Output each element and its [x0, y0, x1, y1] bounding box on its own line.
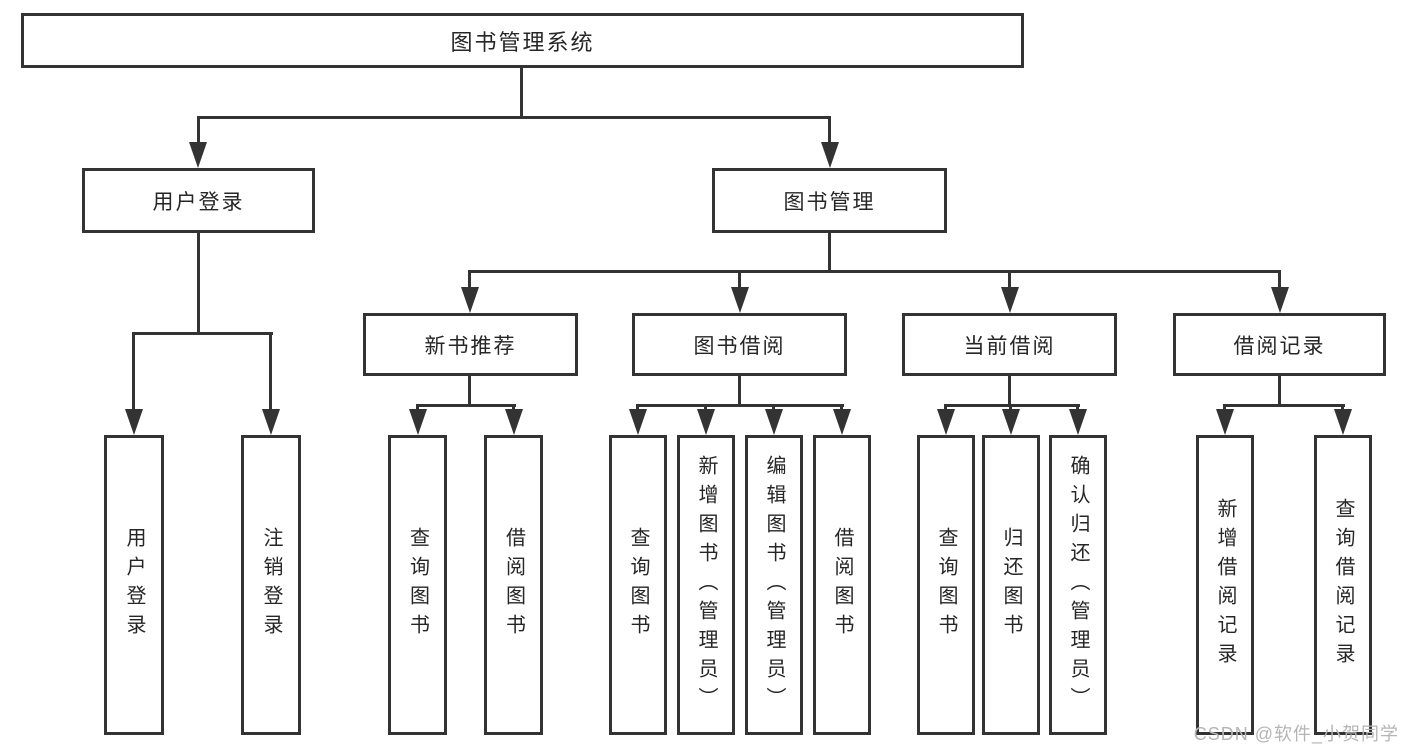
- node-borrowing-records: 借阅记录: [1173, 313, 1386, 376]
- connector-line: [197, 117, 200, 149]
- arrow-down-icon: [1271, 287, 1289, 313]
- node-library-management-system: 图书管理系统: [21, 13, 1024, 68]
- leaf-borrow-books: 借阅图书: [484, 435, 543, 735]
- arrow-down-icon: [629, 409, 647, 435]
- node-label: 新书推荐: [424, 334, 517, 358]
- node-label: 图书借阅: [693, 334, 786, 358]
- connector-line: [132, 332, 273, 335]
- arrow-down-icon: [697, 409, 715, 435]
- leaf-query-borrow-record: 查询借阅记录: [1314, 435, 1372, 735]
- connector-line: [416, 404, 516, 407]
- node-label: 用户登录: [123, 527, 145, 643]
- arrow-down-icon: [1002, 409, 1020, 435]
- connector-line: [636, 404, 844, 407]
- leaf-logout: 注销登录: [241, 435, 301, 735]
- connector-line: [468, 374, 471, 407]
- arrow-down-icon: [461, 287, 479, 313]
- node-label: 查询图书: [627, 527, 649, 643]
- arrow-down-icon: [1069, 409, 1087, 435]
- arrow-down-icon: [765, 409, 783, 435]
- node-label: 用户登录: [152, 190, 245, 214]
- connector-line: [1008, 374, 1011, 407]
- node-label: 图书管理: [783, 190, 876, 214]
- connector-line: [197, 231, 200, 335]
- node-label: 新增图书（管理员）: [695, 454, 717, 716]
- arrow-down-icon: [731, 287, 749, 313]
- arrow-down-icon: [189, 142, 207, 168]
- arrow-down-icon: [821, 142, 839, 168]
- arrow-down-icon: [505, 409, 523, 435]
- node-current-borrowing: 当前借阅: [902, 313, 1117, 376]
- connector-line: [828, 117, 831, 149]
- leaf-query-books: 查询图书: [609, 435, 667, 735]
- connector-line: [828, 231, 831, 273]
- connector-line: [1223, 404, 1345, 407]
- node-label: 注销登录: [260, 527, 282, 643]
- leaf-add-books-admin: 新增图书（管理员）: [677, 435, 735, 735]
- leaf-borrow-books: 借阅图书: [813, 435, 871, 735]
- node-label: 借阅记录: [1233, 334, 1326, 358]
- connector-line: [197, 116, 831, 119]
- watermark: CSDN @软件_小贺同学: [1193, 724, 1399, 744]
- leaf-return-books: 归还图书: [982, 435, 1040, 735]
- node-label: 当前借阅: [963, 334, 1056, 358]
- node-label: 确认归还（管理员）: [1067, 454, 1089, 716]
- leaf-confirm-return-admin: 确认归还（管理员）: [1049, 435, 1107, 735]
- node-label: 归还图书: [1000, 527, 1022, 643]
- connector-line: [269, 332, 272, 412]
- arrow-down-icon: [125, 409, 143, 435]
- connector-line: [468, 270, 471, 292]
- connector-line: [1008, 270, 1011, 292]
- arrow-down-icon: [1216, 409, 1234, 435]
- node-label: 编辑图书（管理员）: [763, 454, 785, 716]
- leaf-user-login: 用户登录: [104, 435, 164, 735]
- leaf-edit-books-admin: 编辑图书（管理员）: [745, 435, 803, 735]
- connector-line: [944, 404, 1080, 407]
- leaf-query-books: 查询图书: [917, 435, 975, 735]
- connector-line: [738, 270, 741, 292]
- node-label: 查询图书: [935, 527, 957, 643]
- node-book-borrowing: 图书借阅: [632, 313, 847, 376]
- connector-line: [132, 332, 135, 412]
- node-label: 借阅图书: [831, 527, 853, 643]
- node-user-login: 用户登录: [82, 168, 315, 233]
- node-label: 图书管理系统: [450, 29, 595, 55]
- leaf-add-borrow-record: 新增借阅记录: [1196, 435, 1254, 735]
- connector-line: [1278, 374, 1281, 407]
- node-label: 查询借阅记录: [1332, 498, 1354, 672]
- arrow-down-icon: [1001, 287, 1019, 313]
- arrow-down-icon: [1334, 409, 1352, 435]
- leaf-query-books: 查询图书: [388, 435, 447, 735]
- arrow-down-icon: [262, 409, 280, 435]
- node-label: 新增借阅记录: [1214, 498, 1236, 672]
- connector-line: [738, 374, 741, 407]
- node-label: 借阅图书: [502, 527, 525, 643]
- arrow-down-icon: [409, 409, 427, 435]
- node-book-management: 图书管理: [712, 168, 947, 233]
- arrow-down-icon: [833, 409, 851, 435]
- arrow-down-icon: [937, 409, 955, 435]
- node-new-book-recommendation: 新书推荐: [363, 313, 578, 376]
- connector-line: [520, 66, 523, 119]
- connector-line: [468, 270, 1281, 273]
- node-label: 查询图书: [406, 527, 429, 643]
- connector-line: [1278, 270, 1281, 292]
